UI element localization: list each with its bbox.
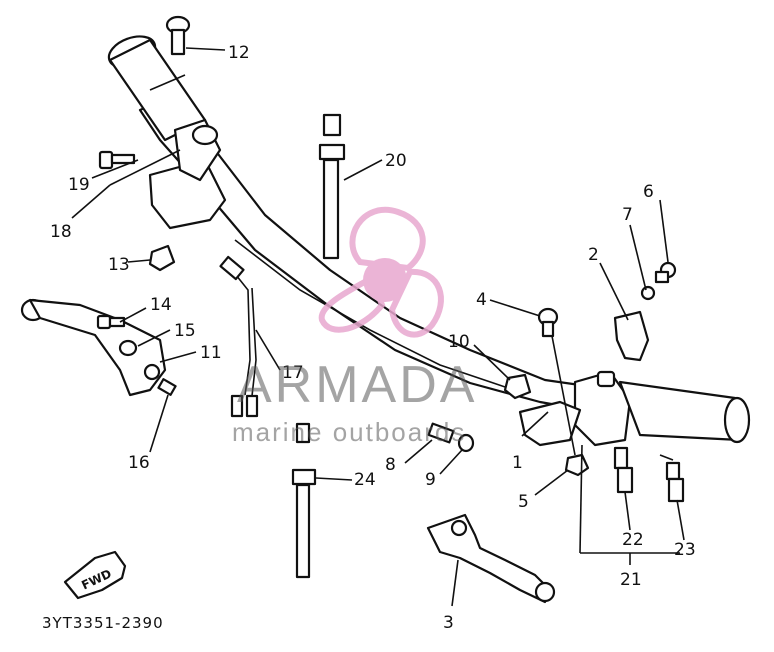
part-10-fitting: [503, 373, 532, 400]
part-8-screw: [427, 422, 455, 444]
callout-15: 15: [174, 321, 196, 341]
callout-3: 3: [443, 613, 454, 633]
part-14-bolt: [96, 314, 126, 330]
part-5-nut: [564, 453, 590, 477]
armada-logo-icon: [318, 206, 444, 338]
callout-9: 9: [425, 470, 436, 490]
part-code: 3YT3351-2390: [42, 614, 164, 632]
callout-18: 18: [50, 222, 72, 242]
callout-19: 19: [68, 175, 90, 195]
callout-6: 6: [643, 182, 654, 202]
part-19-screw: [98, 150, 136, 170]
callout-11: 11: [200, 343, 222, 363]
callout-7: 7: [622, 205, 633, 225]
watermark-subtitle: marine outboards: [232, 417, 466, 447]
callout-12: 12: [228, 43, 250, 63]
part-2-bracket: [613, 310, 650, 362]
part-22-screw: [613, 446, 634, 494]
left-grip: [107, 35, 207, 142]
callout-10: 10: [448, 332, 470, 352]
part-16-screw: [157, 378, 177, 396]
callout-16: 16: [128, 453, 150, 473]
callout-20: 20: [385, 151, 407, 171]
fwd-arrow-icon: FWD: [63, 550, 127, 600]
part-23-screw: [665, 461, 685, 503]
callout-4: 4: [476, 290, 487, 310]
callout-5: 5: [518, 492, 529, 512]
part-24-cable-tie: [291, 422, 317, 579]
part-12-bolt: [165, 15, 191, 56]
part-6-bolt: [654, 261, 677, 284]
left-lever: [20, 298, 167, 397]
callout-23: 23: [674, 540, 696, 560]
part-13-nut: [148, 244, 176, 272]
part-20-cable-tie: [318, 113, 346, 260]
part-4-bolt: [537, 307, 576, 456]
callout-8: 8: [385, 455, 396, 475]
right-switch-assembly: [573, 370, 751, 447]
callout-24: 24: [354, 470, 376, 490]
callout-14: 14: [150, 295, 172, 315]
part-9-washer: [457, 433, 475, 453]
part-1-lever-holder: [518, 400, 582, 447]
callout-17: 17: [282, 363, 304, 383]
left-switch-housing: [148, 118, 227, 230]
callout-1: 1: [512, 453, 523, 473]
callout-labels: 1 2 3 4 5 6 7 8 9 10 11 12 13 14 15 16 1…: [50, 43, 696, 633]
part-15-nut: [118, 339, 138, 357]
callout-21: 21: [620, 570, 642, 590]
part-7-washer: [640, 285, 656, 301]
watermark-title: ARMADA: [237, 356, 477, 414]
right-lever: [426, 513, 556, 604]
callout-2: 2: [588, 245, 599, 265]
callout-13: 13: [108, 255, 130, 275]
leader-lines: [71, 47, 685, 607]
part-17-cable: [219, 255, 259, 418]
callout-22: 22: [622, 530, 644, 550]
